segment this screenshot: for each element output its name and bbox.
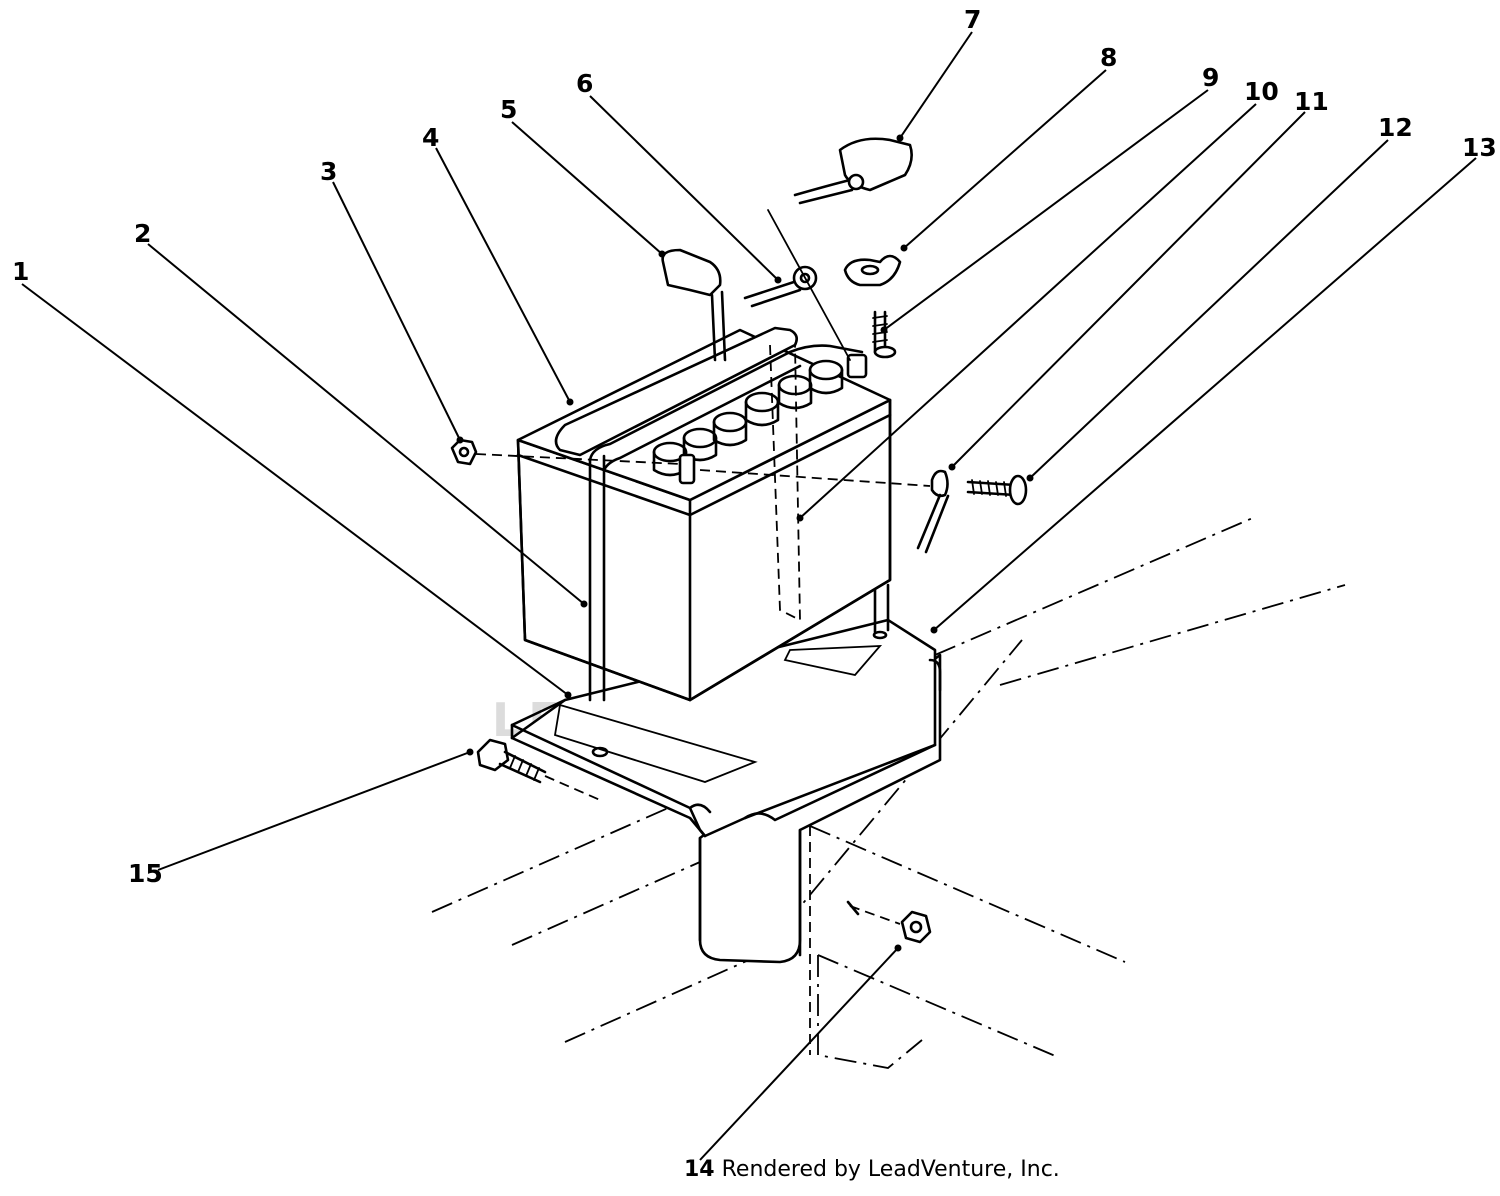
hold-down-rod [588,344,890,702]
callout-15: 15 [128,859,163,888]
wing-nut [843,254,902,287]
leader-lines [21,31,1477,1161]
frame-hex-nut [846,900,932,944]
ground-bolt [699,469,1028,506]
frame-lines [431,516,1346,1069]
terminal-stud [872,310,897,359]
battery-tray [510,618,942,838]
callout-7: 7 [964,5,981,34]
ground-cable [916,469,950,554]
callout-10: 10 [1244,77,1279,106]
callout-9: 9 [1202,63,1219,92]
callout-14: 14 [684,1157,715,1182]
callout-13: 13 [1462,133,1497,162]
tray-mounting-bolt [476,738,601,801]
callout-8: 8 [1100,43,1117,72]
positive-terminal-boot [661,248,727,362]
cable-ring-terminal [743,209,851,361]
footer-text: Rendered by LeadVenture, Inc. [721,1157,1060,1182]
callout-2: 2 [134,219,151,248]
negative-terminal-boot [793,137,913,205]
callout-numbers: 1 2 3 4 5 6 7 8 9 10 11 12 13 15 [12,5,1497,888]
callout-4: 4 [422,123,439,152]
callout-5: 5 [500,95,517,124]
callout-1: 1 [12,257,29,286]
callout-3: 3 [320,157,337,186]
callout-11: 11 [1294,87,1329,116]
callout-6: 6 [576,69,593,98]
footer-caption: 14 Rendered by LeadVenture, Inc. [684,1157,1060,1182]
callout-12: 12 [1378,113,1413,142]
